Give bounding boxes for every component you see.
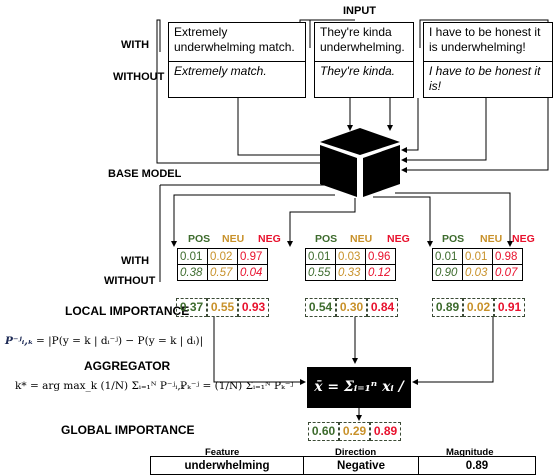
aggregated-importance: 0.60 0.29 0.89 xyxy=(308,422,401,441)
score-cell: 0.03 xyxy=(335,248,366,265)
score-cell: 0.01 xyxy=(305,248,336,265)
score-header-neg-3: NEG xyxy=(512,233,535,245)
local-importance-pos: 0.89 xyxy=(432,298,463,317)
input-without-text-1: Extremely match. xyxy=(174,64,267,78)
input-without-text-2: They're kinda. xyxy=(320,64,395,78)
input-with-text-3: I have to be honest it is underwhelming! xyxy=(424,23,552,62)
local-importance-3: 0.89 0.02 0.91 xyxy=(432,298,525,317)
score-cell: 0.04 xyxy=(237,264,268,281)
base-model-cube-icon xyxy=(320,128,400,197)
score-cell: 0.12 xyxy=(365,264,396,281)
local-importance-pos: 0.54 xyxy=(305,298,336,317)
aggregator-label: AGGREGATOR xyxy=(84,359,171,373)
input-with-text-1: Extremely underwhelming match. xyxy=(169,23,305,62)
score-cell: 0.90 xyxy=(432,264,463,281)
local-importance-2: 0.54 0.30 0.84 xyxy=(305,298,398,317)
score-header-pos-3: POS xyxy=(442,233,465,245)
input-box-1: Extremely underwhelming match. Extremely… xyxy=(168,22,306,98)
local-importance-neg: 0.91 xyxy=(494,298,525,317)
aggregated-pos: 0.60 xyxy=(308,422,339,441)
global-header-direction: Direction xyxy=(335,447,377,458)
local-importance-neg: 0.84 xyxy=(367,298,398,317)
score-cell: 0.96 xyxy=(365,248,396,265)
local-importance-neu: 0.55 xyxy=(207,298,238,317)
global-direction-cell: Negative xyxy=(303,456,419,475)
aggregated-neg: 0.89 xyxy=(370,422,401,441)
without-label-scores: WITHOUT xyxy=(104,275,156,287)
input-box-2: They're kinda underwhelming. They're kin… xyxy=(314,22,414,98)
local-importance-neu: 0.02 xyxy=(463,298,494,317)
input-without-text-3: I have to be honest it is! xyxy=(429,64,541,93)
score-cell: 0.01 xyxy=(177,248,208,265)
score-cell: 0.57 xyxy=(207,264,238,281)
score-header-neu-3: NEU xyxy=(480,233,503,245)
global-importance-label: GLOBAL IMPORTANCE xyxy=(61,423,195,437)
with-label-scores: WITH xyxy=(121,255,150,267)
score-cell: 0.98 xyxy=(492,248,523,265)
score-header-neu-1: NEU xyxy=(222,233,245,245)
score-cell: 0.33 xyxy=(335,264,366,281)
pk-formula: Pₖ⁻ʲ = (1/N) Σᵢ₌₁ᴺ Pₖ⁻ʲ xyxy=(180,380,294,392)
local-importance-1: 0.37 0.55 0.93 xyxy=(176,298,269,317)
score-header-pos-2: POS xyxy=(315,233,338,245)
table-row: underwhelming Negative 0.89 xyxy=(150,456,536,475)
score-cell: 0.03 xyxy=(462,264,493,281)
global-header-magnitude: Magnitude xyxy=(446,447,494,458)
local-importance-neg: 0.93 xyxy=(238,298,269,317)
score-cell: 0.01 xyxy=(462,248,493,265)
kstar-formula: k* = arg max_k (1/N) Σᵢ₌₁ᴺ P⁻ʲᵢ,ₖ xyxy=(15,380,185,392)
input-label: INPUT xyxy=(343,5,376,17)
input-with-text-2: They're kinda underwhelming. xyxy=(315,23,413,62)
importance-formula-rhs: = |P(y = k | dᵢ⁻ʲ) − P(y = k | dᵢ)| xyxy=(36,335,204,347)
score-cell: 0.02 xyxy=(207,248,238,265)
importance-formula-lhs: P⁻ʲᵢ,ₖ xyxy=(5,335,34,347)
base-model-label: BASE MODEL xyxy=(108,168,182,180)
score-cell: 0.55 xyxy=(305,264,336,281)
score-header-neg-1: NEG xyxy=(258,233,281,245)
global-header-feature: Feature xyxy=(205,447,240,458)
score-header-neu-2: NEU xyxy=(350,233,373,245)
global-feature-cell: underwhelming xyxy=(150,456,304,475)
aggregated-neu: 0.29 xyxy=(339,422,370,441)
local-importance-pos: 0.37 xyxy=(176,298,207,317)
local-importance-label: LOCAL IMPORTANCE xyxy=(65,304,190,318)
local-importance-neu: 0.30 xyxy=(336,298,367,317)
with-label-input: WITH xyxy=(121,39,150,51)
aggregator-mean-box: x̄ = Σᵢ₌₁ⁿ xᵢ / n xyxy=(307,367,411,436)
score-header-neg-2: NEG xyxy=(387,233,410,245)
global-magnitude-cell: 0.89 xyxy=(418,456,536,475)
score-cell: 0.01 xyxy=(432,248,463,265)
score-cell: 0.07 xyxy=(492,264,523,281)
score-header-pos-1: POS xyxy=(188,233,211,245)
input-box-3: I have to be honest it is underwhelming!… xyxy=(423,22,553,98)
global-importance-table: underwhelming Negative 0.89 xyxy=(150,456,536,475)
score-cell: 0.97 xyxy=(237,248,268,265)
score-cell: 0.38 xyxy=(177,264,208,281)
without-label-input: WITHOUT xyxy=(113,71,165,83)
